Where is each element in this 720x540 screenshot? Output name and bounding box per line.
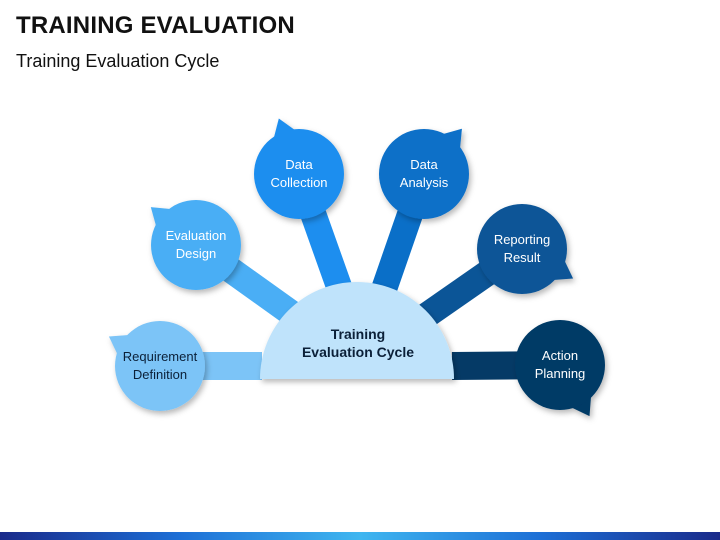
requirement-definition-bubble [108,321,205,411]
action-planning-circle [515,320,605,410]
slide-title: TRAINING EVALUATION [16,12,295,39]
data-collection-bubble [254,118,344,219]
evaluation-design-label: Evaluation Design [165,228,227,261]
reporting-result-bubble [477,204,574,294]
data-analysis-circle [379,129,469,219]
action-planning-label: Action Planning [534,348,586,381]
evaluation-design-bubble [150,200,241,290]
requirement-definition-circle [115,321,205,411]
reporting-result-label: Reporting Result [493,232,551,265]
action-planning-bubble [515,320,605,417]
center-semicircle [260,282,454,379]
data-analysis-bubble [379,128,469,219]
data-collection-circle [254,129,344,219]
reporting-result-circle [477,204,567,294]
footer-gradient-bar [0,532,720,540]
data-analysis-label: Data Analysis [399,157,449,190]
evaluation-design-circle [151,200,241,290]
data-collection-label: Data Collection [270,157,328,190]
requirement-definition-label: Requirement Definition [122,349,198,382]
slide-subtitle: Training Evaluation Cycle [16,51,220,71]
center-label: Training Evaluation Cycle [301,326,415,360]
